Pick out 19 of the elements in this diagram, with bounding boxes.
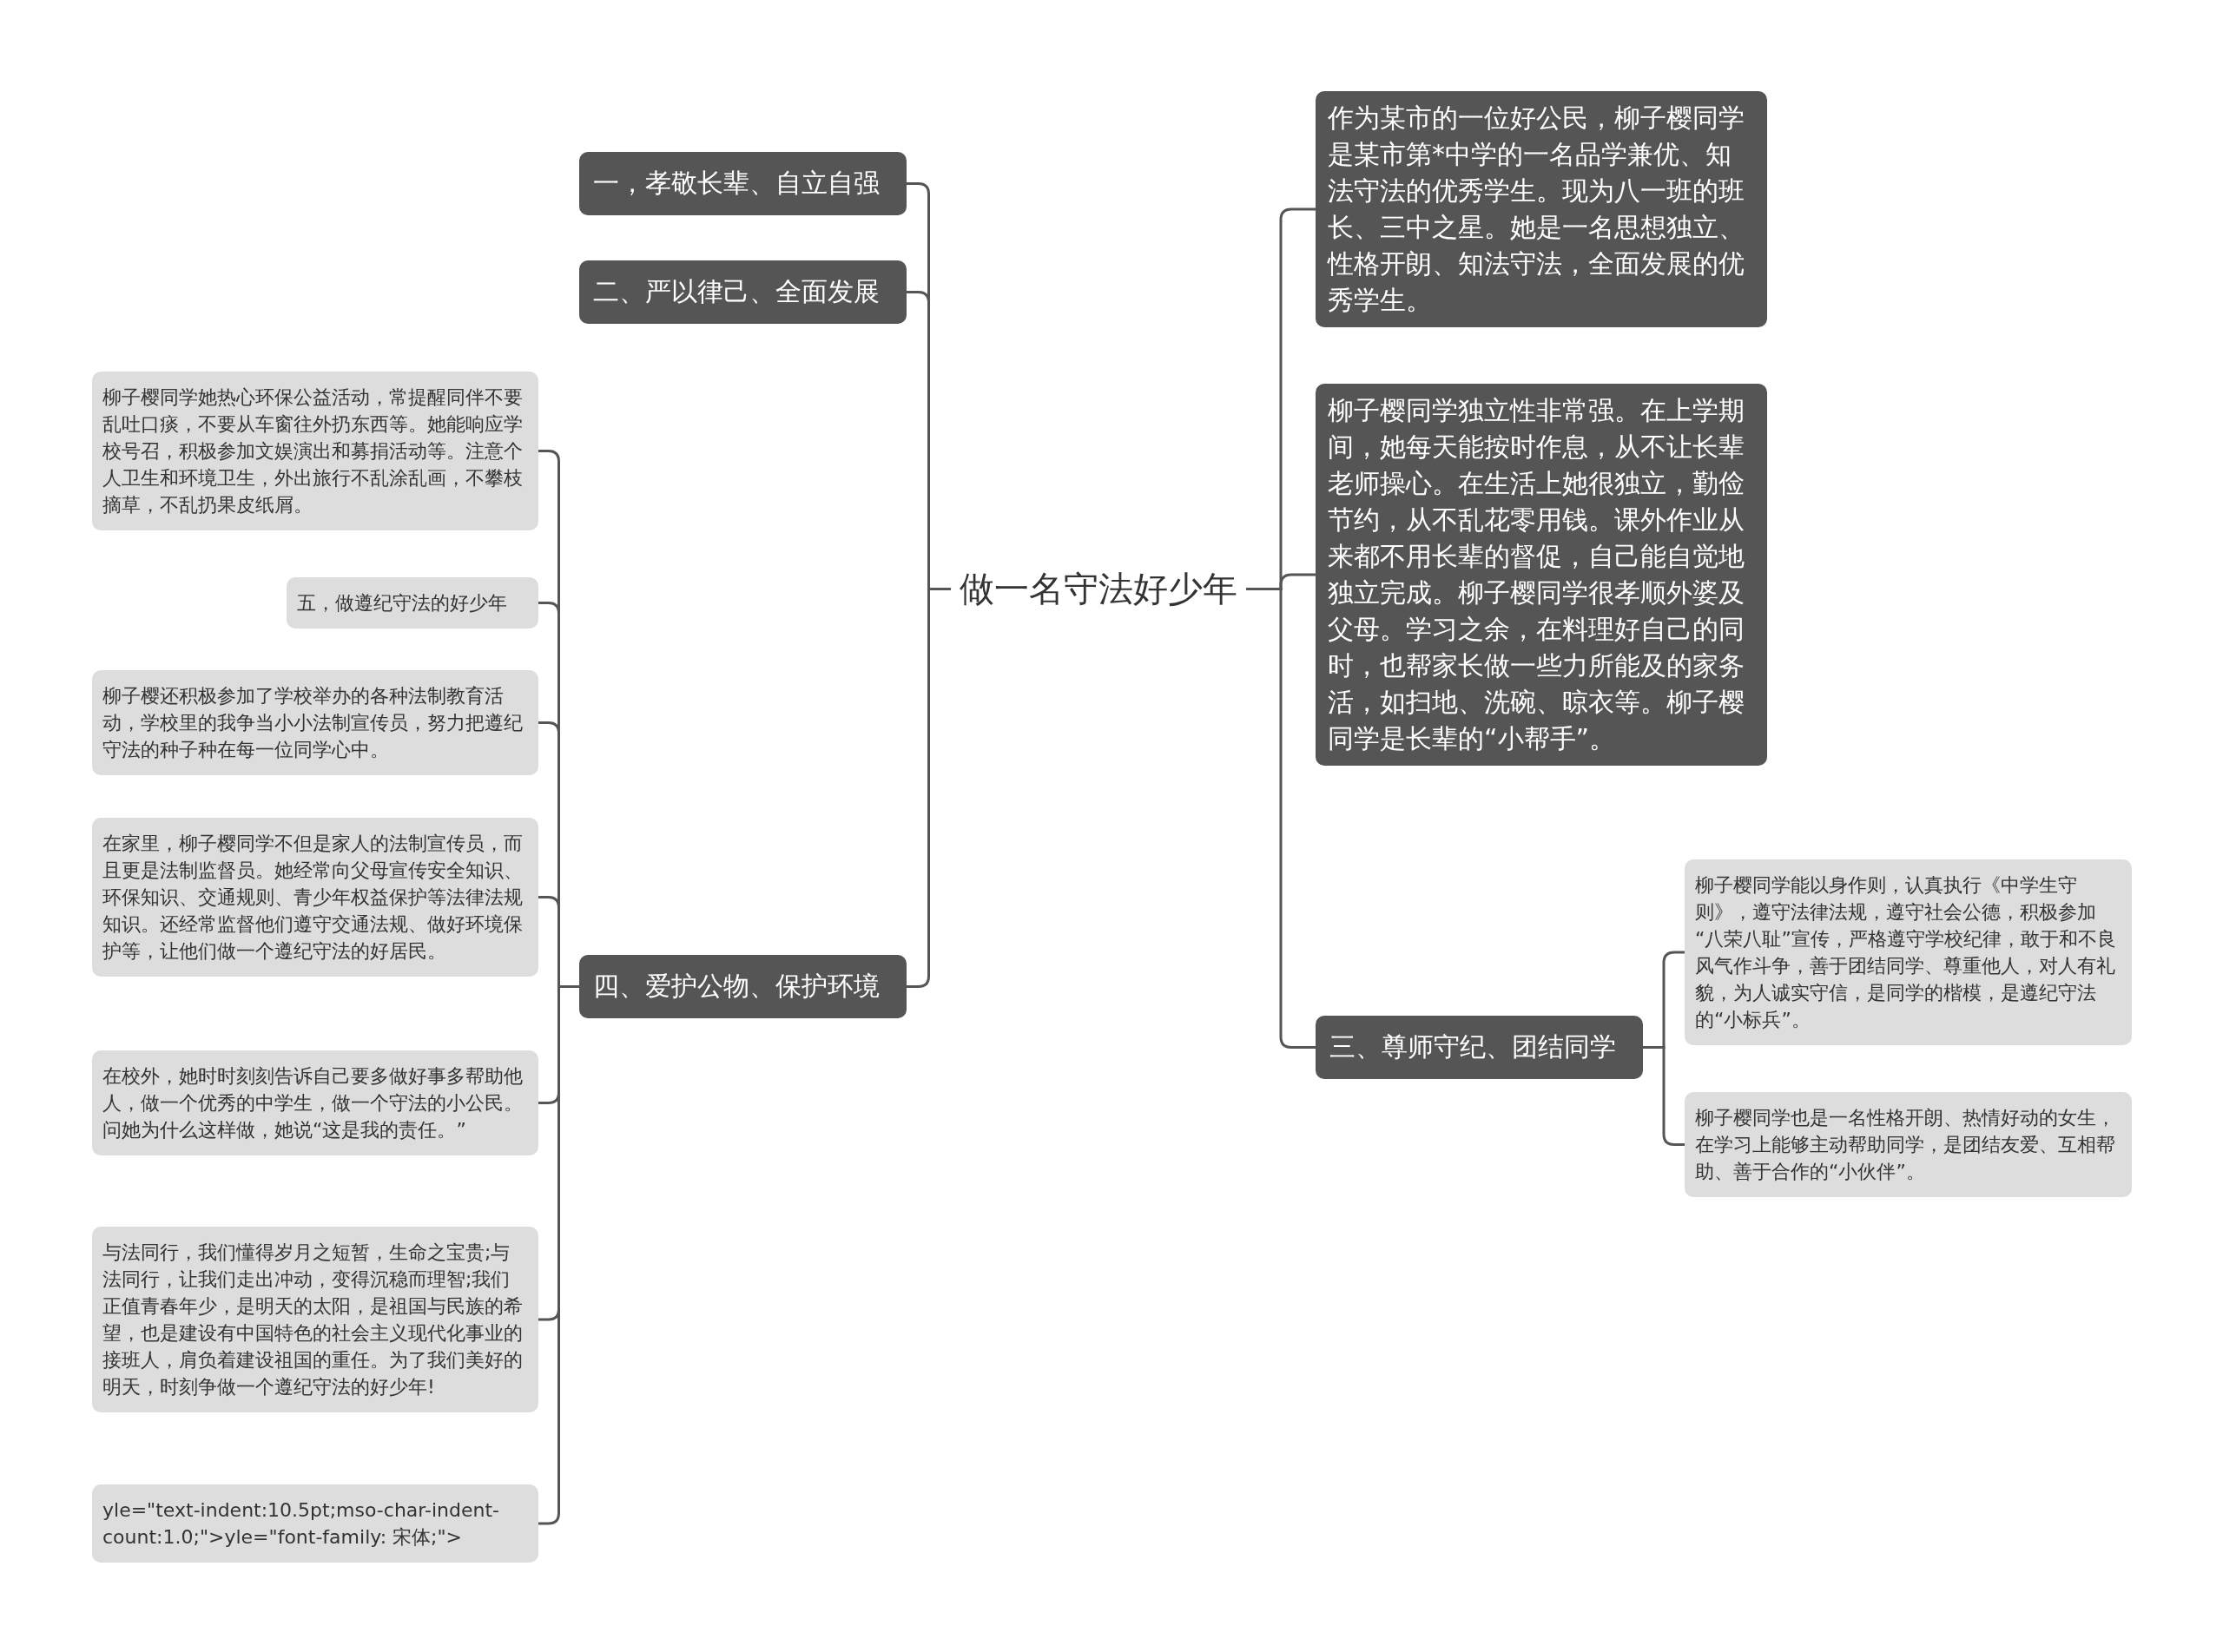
text-box: 柳子樱还积极参加了学校举办的各种法制教育活动，学校里的我争当小小法制宣传员，努力把遵纪守法的种子种在每一位同学心中。 (92, 670, 538, 775)
branch-box: 二、严以律己、全面发展 (579, 260, 907, 324)
branch-box: 一，孝敬长辈、自立自强 (579, 152, 907, 215)
branch-box: 四、爱护公物、保护环境 (579, 955, 907, 1018)
text-box: 柳子樱同学她热心环保公益活动，常提醒同伴不要乱吐口痰，不要从车窗往外扔东西等。她能响应学校号召，积极参加文娱演出和募捐活动等。注意个人卫生和环境卫生，外出旅行不乱涂乱画，不攀枝摘草，不乱扔果皮纸屑。 (92, 372, 538, 530)
branch-box: 三、尊师守纪、团结同学 (1316, 1016, 1643, 1079)
text-box: 柳子樱同学也是一名性格开朗、热情好动的女生，在学习上能够主动帮助同学，是团结友爱、互相帮助、善于合作的“小伙伴”。 (1685, 1092, 2132, 1197)
text-box: 与法同行，我们懂得岁月之短暂，生命之宝贵;与法同行，让我们走出冲动，变得沉稳而理智;我们正值青春年少，是明天的太阳，是祖国与民族的希望，也是建设有中国特色的社会主义现代化事业的接班人，肩负着建设祖国的重任。为了我们美好的明天，时刻争做一个遵纪守法的好少年! (92, 1227, 538, 1412)
text-box: 在家里，柳子樱同学不但是家人的法制宣传员，而且更是法制监督员。她经常向父母宣传安全知识、环保知识、交通规则、青少年权益保护等法律法规知识。还经常监督他们遵守交通法规、做好环境保护等，让他们做一个遵纪守法的好居民。 (92, 818, 538, 977)
text-box: 在校外，她时时刻刻告诉自己要多做好事多帮助他人，做一个优秀的中学生，做一个守法的小公民。问她为什么这样做，她说“这是我的责任。” (92, 1050, 538, 1155)
text-box: 作为某市的一位好公民，柳子樱同学是某市第*中学的一名品学兼优、知法守法的优秀学生。现为八一班的班长、三中之星。她是一名思想独立、性格开朗、知法守法，全面发展的优秀学生。 (1316, 91, 1767, 327)
central-topic: 做一名守法好少年 (951, 560, 1246, 618)
text-box: 五，做遵纪守法的好少年 (287, 577, 538, 629)
connector-line (1643, 1046, 1685, 1146)
connector-line (1246, 588, 1316, 1049)
text-box: 柳子樱同学独立性非常强。在上学期间，她每天能按时作息，从不让长辈老师操心。在生活上她很独立，勤俭节约，从不乱花零用钱。课外作业从来都不用长辈的督促，自己能自觉地独立完成。柳子樱同学很孝顺外婆及父母。学习之余，在料理好自己的同时，也帮家长做一些力所能及的家务活，如扫地、洗碗、晾衣等。柳子樱同学是长辈的“小帮手”。 (1316, 384, 1767, 766)
connector-line (907, 588, 951, 988)
text-box: 柳子樱同学能以身作则，认真执行《中学生守则》，遵守法律法规，遵守社会公德，积极参加 “八荣八耻”宣传，严格遵守学校纪律，敢于和不良风气作斗争，善于团结同学、尊重他人，对人有礼貌，为人诚实守信，是同学的楷模，是遵纪守法的“小标兵”。 (1685, 859, 2132, 1045)
text-box: yle="text-indent:10.5pt;mso-char-indent-count:1.0;">yle="font-family: 宋体;"> (92, 1484, 538, 1563)
